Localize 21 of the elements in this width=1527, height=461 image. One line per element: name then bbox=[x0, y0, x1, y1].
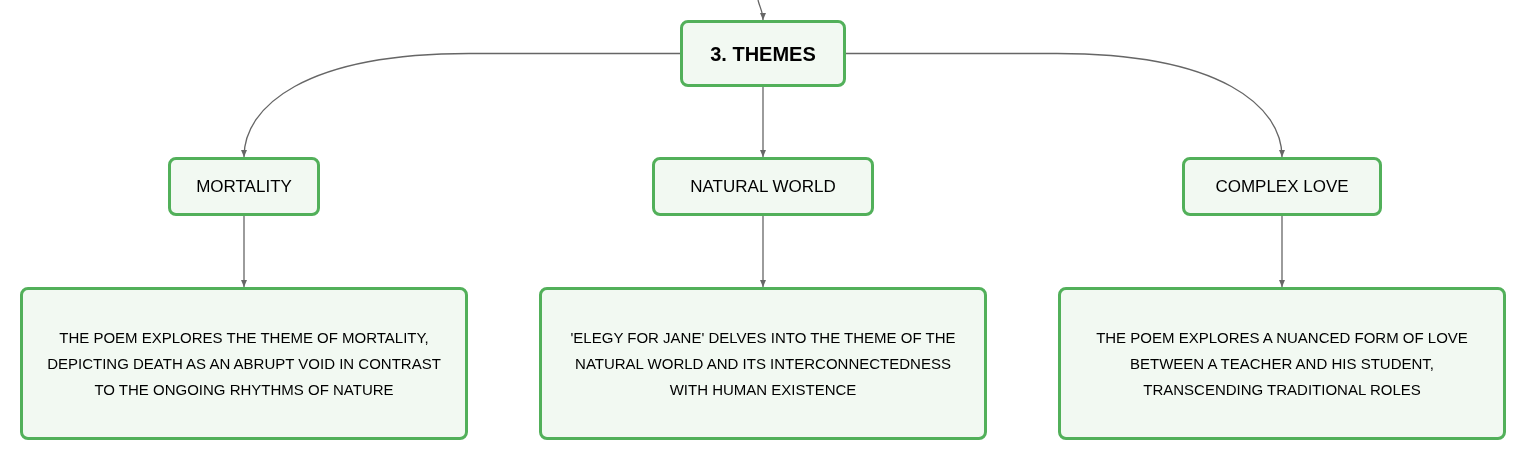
node-label: NATURAL WORLD bbox=[690, 175, 836, 198]
description-box bbox=[20, 287, 468, 440]
description-box bbox=[539, 287, 987, 440]
arrow bbox=[241, 215, 247, 288]
description-text: 'ELEGY FOR JANE' DELVES INTO THE THEME OF THE NATURAL WORLD AND ITS INTERCONNECTEDNESS WITH HUMAN EXISTENCE bbox=[569, 327, 957, 400]
node-label: 3. THEMES bbox=[710, 41, 816, 67]
subtopic-box bbox=[652, 157, 874, 216]
arrow bbox=[757, 0, 766, 21]
description-text: THE POEM EXPLORES THE THEME OF MORTALITY, DEPICTING DEATH AS AN ABRUPT VOID IN CONTRAST TO THE ONGOING RHYTHMS OF NATURE bbox=[46, 327, 442, 400]
node-label: COMPLEX LOVE bbox=[1215, 175, 1349, 198]
node-label: MORTALITY bbox=[196, 175, 292, 198]
arrow bbox=[760, 86, 766, 158]
arrow bbox=[845, 52, 1285, 158]
topic-box bbox=[680, 20, 846, 87]
description-text: THE POEM EXPLORES A NUANCED FORM OF LOVE BETWEEN A TEACHER AND HIS STUDENT, TRANSCENDING TRADITIONAL ROLES bbox=[1095, 327, 1469, 400]
description-box bbox=[1058, 287, 1506, 440]
subtopic-box bbox=[168, 157, 320, 216]
arrow bbox=[1279, 215, 1285, 288]
arrow bbox=[760, 215, 766, 288]
arrow bbox=[241, 52, 681, 158]
subtopic-box bbox=[1182, 157, 1382, 216]
